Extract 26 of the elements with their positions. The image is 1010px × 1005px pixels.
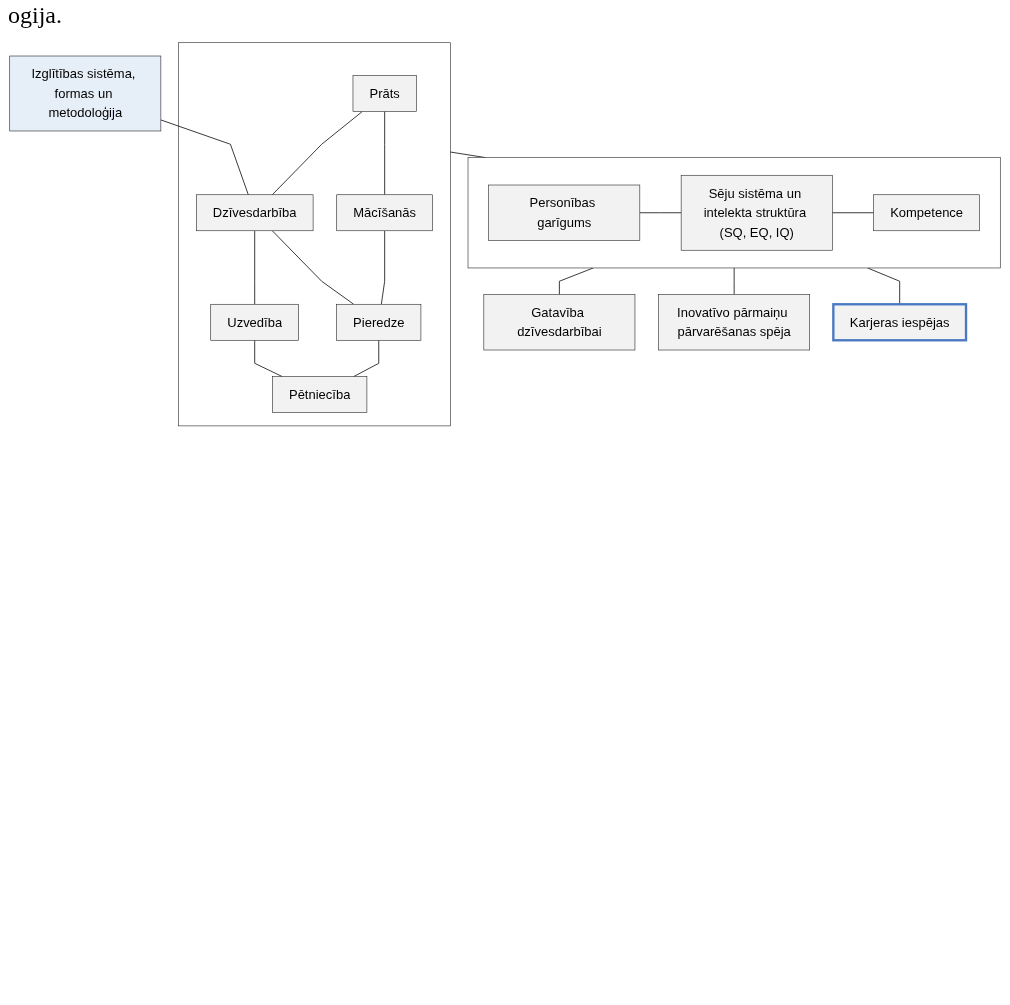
connector (639, 212, 682, 214)
connector (271, 111, 363, 196)
connector (733, 267, 735, 295)
connector (380, 230, 386, 305)
node-box: Prāts (352, 75, 417, 112)
node-box: Pieredze (336, 303, 422, 341)
node-box: Sēju sistēma un intelekta struktūra (SQ, EQ, IQ) (680, 174, 833, 251)
text-fragment: ogija. (8, 2, 62, 29)
node-box: Pētniecība (272, 376, 368, 413)
cluster (178, 42, 451, 427)
node-box: Uzvedība (210, 303, 299, 341)
connector (160, 119, 249, 196)
node-box: Kompetence (873, 194, 980, 232)
node-box: Inovatīvo pārmaiņu pārvarēšanas spēja (658, 294, 810, 351)
connector (831, 212, 875, 214)
node-box: Izglītības sistēma, formas un metodoloģija (9, 55, 162, 132)
cluster (467, 157, 1001, 269)
node-box: Personības garīgums (488, 184, 641, 241)
node-box: Mācīšanās (336, 194, 433, 232)
connector (384, 111, 386, 196)
connector (558, 267, 594, 295)
node-box: Karjeras iespējas (832, 303, 968, 342)
connector (271, 230, 355, 305)
node-box: Dzīvesdarbība (196, 194, 314, 232)
connector (254, 230, 256, 305)
node-box: Gatavība dzīvesdarbībai (483, 294, 636, 351)
